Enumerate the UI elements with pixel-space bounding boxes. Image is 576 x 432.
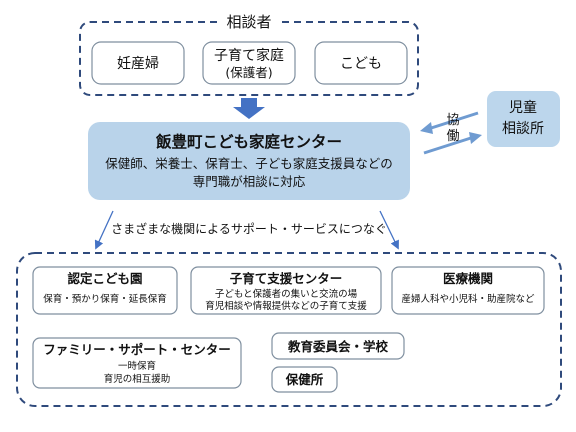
health-center-box: 保健所 — [271, 366, 338, 393]
connector-arrow-left — [94, 210, 114, 250]
guardian-label: (保護者) — [225, 65, 272, 80]
child-rearing-home-label: 子育て家庭 — [214, 47, 284, 64]
childcare-support-center-box: 子育て支援センター子どもと保護者の集いと交流の場育児相談や情報提供などの子育て支… — [190, 266, 382, 315]
child-guidance-center-line-1: 児童 — [509, 99, 537, 116]
childcare-support-center-box-frame — [190, 266, 382, 315]
certified-nursery-title: 認定こども園 — [67, 271, 142, 286]
health-center-title: 保健所 — [285, 372, 324, 387]
down-arrow — [233, 98, 265, 119]
cooperation-label-1: 協 — [446, 113, 459, 128]
certified-nursery-desc-line-1: 保育・預かり保育・延長保育 — [43, 293, 167, 305]
consultee-heading-mask — [218, 12, 280, 32]
services-layer: 認定こども園保育・預かり保育・延長保育子育て支援センター子どもと保護者の集いと交… — [32, 266, 545, 393]
education-board-box: 教育委員会・学校 — [271, 332, 405, 360]
family-support-center-desc-line-1: 一時保育 — [118, 360, 156, 372]
child-rearing-home-box — [202, 41, 296, 85]
center-desc-line-1: 保健師、栄養士、保育士、子ども家庭支援員などの — [105, 156, 393, 171]
health-center-box-frame — [271, 366, 338, 393]
child-label: こども — [340, 56, 382, 72]
connector-arrow-right — [379, 210, 399, 250]
services-group-frame — [16, 252, 562, 407]
childcare-support-center-title: 子育て支援センター — [230, 271, 343, 286]
connector-label: さまざまな機関によるサポート・サービスにつなぐ — [111, 221, 387, 236]
center-desc-line-2: 専門職が相談に対応 — [193, 174, 306, 189]
pregnant-box — [91, 41, 185, 85]
child-guidance-center-line-2: 相談所 — [502, 121, 544, 137]
child-guidance-center-box — [487, 91, 560, 147]
medical-institution-desc-line-1: 産婦人科や小児科・助産院など — [401, 293, 535, 305]
medical-institution-box-frame — [391, 266, 545, 315]
cooperation-label-2: 働 — [446, 129, 459, 144]
education-board-box-frame — [271, 332, 405, 360]
cooperation-arrow-right — [423, 132, 482, 155]
center-title: 飯豊町こども家庭センター — [155, 132, 342, 151]
pregnant-label: 妊産婦 — [117, 55, 159, 72]
certified-nursery-box-frame — [32, 266, 178, 315]
center-box — [88, 122, 410, 200]
medical-institution-title: 医療機関 — [443, 271, 493, 286]
family-support-center-box-frame — [32, 337, 242, 389]
childcare-support-center-desc-line-1: 子どもと保護者の集いと交流の場 — [215, 288, 358, 300]
cooperation-arrow-left — [420, 111, 479, 134]
consultee-heading: 相談者 — [226, 13, 271, 31]
childcare-support-center-desc-line-2: 育児相談や情報提供などの子育て支援 — [205, 300, 367, 312]
family-support-center-desc-line-2: 育児の相互援助 — [104, 373, 171, 385]
education-board-title: 教育委員会・学校 — [287, 339, 389, 354]
child-box — [314, 41, 408, 85]
family-support-center-title: ファミリー・サポート・センター — [43, 342, 231, 357]
